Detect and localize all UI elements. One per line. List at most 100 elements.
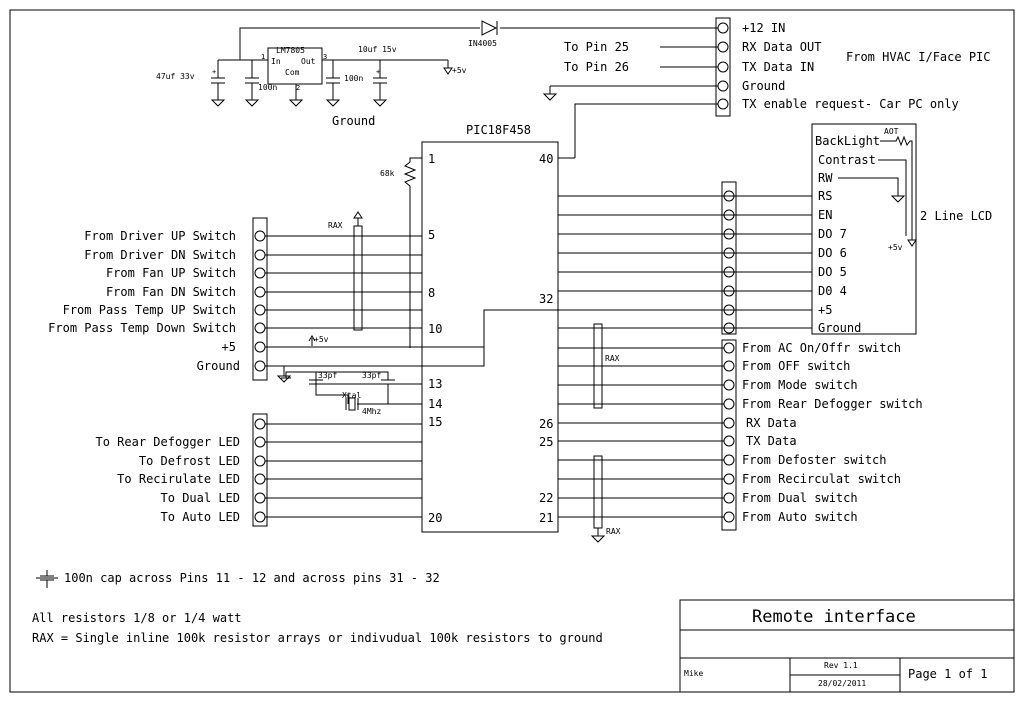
mcu-pin-25: 25	[539, 435, 553, 449]
title-block: Remote interface Mike Rev 1.1 28/02/2011…	[679, 599, 1015, 693]
hvac-source: From HVAC I/Face PIC	[846, 50, 991, 64]
mcu: PIC18F458 1 5 8 10 13 14 15 20 40 32 26 …	[281, 123, 559, 533]
right-switch-8: From Recirculat switch	[742, 472, 901, 486]
regulator-out: Out	[301, 57, 316, 66]
crystal-cap-b: 33pf	[362, 371, 381, 380]
right-switch-9: From Dual switch	[742, 491, 858, 505]
title-rev: Rev 1.1	[824, 661, 858, 670]
svg-text:+: +	[212, 68, 216, 76]
left-switch-3: From Fan UP Switch	[106, 266, 236, 280]
title-date: 28/02/2011	[818, 679, 866, 688]
right-switch-6: TX Data	[746, 434, 797, 448]
crystal-label: Xtal	[342, 391, 361, 400]
mcu-pin-1: 1	[428, 152, 435, 166]
rax-right-top	[593, 323, 603, 409]
left-switch-4: From Fan DN Switch	[106, 285, 236, 299]
mcu-pin-40: 40	[539, 152, 553, 166]
note-cap: 100n cap across Pins 11 - 12 and across …	[64, 571, 440, 585]
title-page: Page 1 of 1	[908, 667, 987, 681]
hvac-connector: +12 IN RX Data OUT TX Data IN Ground TX …	[542, 17, 991, 159]
lcd-pin-d6: DO 6	[818, 246, 847, 260]
hvac-pin-3: TX Data IN	[742, 60, 814, 74]
diode-symbol	[481, 20, 498, 36]
right-switch-2: From OFF switch	[742, 359, 850, 373]
regulator-pin2: 2	[296, 84, 300, 92]
hvac-pin-1: +12 IN	[742, 21, 785, 35]
lcd-pin-d4: D0 4	[818, 284, 847, 298]
mcu-pin-32: 32	[539, 292, 553, 306]
vcc-label: +5v	[314, 335, 329, 344]
lcd-vplus: +5v	[888, 243, 903, 252]
left-led-4: To Dual LED	[161, 491, 240, 505]
diode-label: IN4005	[468, 39, 497, 48]
regulator-pin1: 1	[261, 53, 265, 61]
hvac-note-2: To Pin 26	[564, 60, 629, 74]
lcd-backlight: BackLight	[815, 134, 880, 148]
lcd-pin-rw: RW	[818, 171, 833, 185]
cap-in2-label: 100n	[258, 83, 277, 92]
right-switch-4: From Rear Defogger switch	[742, 397, 923, 411]
mcu-pin-5: 5	[428, 228, 435, 242]
left-switch-8: Ground	[197, 359, 240, 373]
cap-out-label: 100n	[344, 74, 363, 83]
mcu-pin-26: 26	[539, 417, 553, 431]
pullup-label: 68k	[380, 169, 395, 178]
hvac-pin-4: Ground	[742, 79, 785, 93]
mcu-pin-13: 13	[428, 377, 442, 391]
right-switch-5: RX Data	[746, 416, 797, 430]
regulator-part: LM7805	[276, 46, 305, 55]
rax-right-bottom-label: RAX	[606, 527, 621, 536]
mcu-pin-8: 8	[428, 286, 435, 300]
left-led-header: To Rear Defogger LED To Defrost LED To R…	[96, 413, 422, 527]
left-switch-1: From Driver UP Switch	[84, 229, 236, 243]
mcu-pin-14: 14	[428, 397, 442, 411]
cap-out2-label: 10uf 15v	[358, 45, 397, 54]
regulator-pin3: 3	[323, 53, 327, 61]
left-switch-7: +5	[222, 340, 236, 354]
lcd-pin-vcc: +5	[818, 303, 832, 317]
cap-in-label: 47uf 33v	[156, 72, 195, 81]
hvac-pin-2: RX Data OUT	[742, 40, 821, 54]
mcu-pin-22: 22	[539, 491, 553, 505]
lcd-module: AOT BackLight Contrast RW RS EN DO 7 DO …	[558, 123, 992, 335]
sheet-border	[9, 9, 1015, 693]
lcd-pin-gnd: Ground	[818, 321, 861, 335]
title-text: Remote interface	[752, 607, 916, 627]
svg-text:+: +	[376, 68, 380, 76]
mcu-pin-10: 10	[428, 322, 442, 336]
lcd-pin-rs: RS	[818, 189, 832, 203]
regulator-in: In	[271, 57, 281, 66]
lcd-aot: AOT	[884, 127, 899, 136]
right-switch-7: From Defoster switch	[742, 453, 887, 467]
rax-right-top-label: RAX	[605, 354, 620, 363]
left-led-3: To Recirulate LED	[117, 472, 240, 486]
left-switch-2: From Driver DN Switch	[84, 248, 236, 262]
mcu-pin-21: 21	[539, 511, 553, 525]
power-supply: IN4005 LM7805 In Out Com 1 3 2 +5v + + 4…	[156, 20, 722, 128]
left-led-1: To Rear Defogger LED	[96, 435, 241, 449]
title-author: Mike	[684, 669, 703, 678]
mcu-name: PIC18F458	[466, 123, 531, 137]
left-led-5: To Auto LED	[161, 510, 240, 524]
right-switch-header: From AC On/Offr switch From OFF switch F…	[558, 323, 923, 543]
mcu-body	[421, 141, 559, 533]
note-rax: RAX = Single inline 100k resistor arrays…	[32, 631, 603, 645]
right-switch-1: From AC On/Offr switch	[742, 341, 901, 355]
crystal-freq: 4Mhz	[362, 407, 381, 416]
hvac-note-1: To Pin 25	[564, 40, 629, 54]
left-switch-5: From Pass Temp UP Switch	[63, 303, 236, 317]
regulator-box	[267, 47, 323, 85]
left-switch-header: From Driver UP Switch From Driver DN Swi…	[48, 211, 485, 383]
mcu-pin-15: 15	[428, 415, 442, 429]
rax-left-label: RAX	[328, 221, 343, 230]
note-res: All resistors 1/8 or 1/4 watt	[32, 611, 242, 625]
lcd-contrast: Contrast	[818, 153, 876, 167]
mcu-pin-20: 20	[428, 511, 442, 525]
notes: 100n cap across Pins 11 - 12 and across …	[32, 570, 603, 645]
ground-label: Ground	[332, 114, 375, 128]
right-switch-10: From Auto switch	[742, 510, 858, 524]
regulator-com: Com	[285, 68, 300, 77]
left-led-2: To Defrost LED	[139, 454, 240, 468]
lcd-pin-en: EN	[818, 208, 832, 222]
